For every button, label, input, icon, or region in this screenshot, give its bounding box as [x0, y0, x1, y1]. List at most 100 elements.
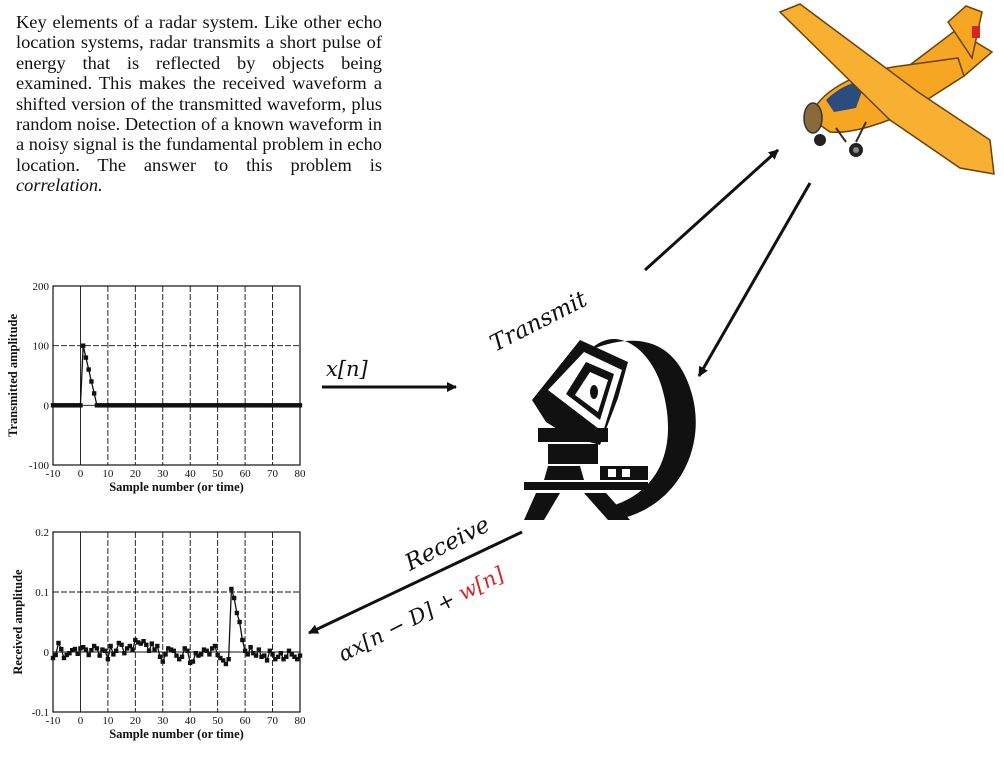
- data-point: [155, 403, 160, 408]
- data-point: [179, 403, 185, 408]
- y-tick-label: 0.2: [35, 527, 49, 539]
- data-point: [177, 403, 182, 408]
- data-point: [242, 648, 248, 653]
- data-point: [94, 403, 100, 408]
- data-point: [127, 643, 133, 649]
- data-point: [75, 403, 80, 408]
- data-point: [89, 379, 94, 384]
- data-point: [188, 660, 193, 665]
- x-tick-label: 80: [295, 468, 307, 480]
- data-point: [262, 403, 267, 408]
- data-point: [89, 648, 94, 653]
- data-point: [83, 647, 89, 652]
- x-tick-label: 10: [102, 468, 114, 480]
- data-point: [78, 646, 83, 651]
- data-point: [193, 651, 198, 656]
- data-point: [124, 403, 130, 408]
- data-point: [188, 403, 193, 408]
- data-point: [204, 648, 209, 653]
- data-point: [59, 646, 64, 652]
- data-point: [275, 654, 281, 659]
- data-point: [168, 403, 174, 408]
- data-point: [286, 648, 292, 653]
- data-point: [199, 403, 204, 408]
- data-point: [256, 647, 262, 652]
- data-point: [223, 403, 229, 408]
- data-point: [177, 657, 182, 662]
- data-point: [273, 657, 278, 662]
- data-point: [108, 643, 113, 649]
- data-point: [264, 403, 270, 408]
- data-point: [56, 640, 61, 646]
- data-point: [53, 403, 58, 408]
- data-point: [144, 642, 149, 647]
- plot-frame: [52, 531, 301, 713]
- data-point: [130, 403, 135, 408]
- data-point: [70, 648, 75, 653]
- data-point: [149, 641, 154, 646]
- y-tick-label: -0.1: [32, 707, 49, 719]
- data-point: [295, 403, 300, 408]
- data-point: [64, 652, 69, 658]
- data-point: [133, 403, 138, 408]
- y-tick-label: 200: [33, 281, 50, 293]
- data-point: [111, 403, 116, 408]
- data-point: [284, 403, 289, 408]
- data-point: [231, 403, 237, 408]
- data-point: [138, 641, 144, 646]
- data-point: [122, 403, 127, 408]
- x-tick-label: 60: [240, 715, 252, 727]
- data-point: [218, 403, 223, 408]
- data-point: [127, 403, 133, 408]
- x-axis-label: Sample number (or time): [109, 727, 244, 741]
- data-point: [278, 403, 283, 408]
- data-point: [116, 403, 122, 408]
- tx-signal-label: x[n]: [326, 357, 369, 381]
- data-point: [135, 640, 141, 645]
- data-point: [160, 659, 165, 664]
- x-tick-label: -10: [46, 715, 61, 727]
- data-point: [267, 403, 273, 408]
- data-point: [253, 653, 259, 658]
- data-point: [193, 403, 198, 408]
- data-point: [130, 647, 135, 652]
- data-point: [72, 403, 78, 408]
- data-point: [119, 403, 124, 408]
- data-point: [259, 403, 264, 408]
- data-point: [248, 403, 253, 408]
- data-point: [100, 403, 105, 408]
- series-line: [53, 345, 300, 406]
- data-point: [182, 646, 187, 651]
- data-point: [102, 648, 108, 653]
- x-tick-label: 40: [185, 715, 197, 727]
- data-point: [212, 643, 218, 649]
- data-point: [240, 403, 245, 408]
- data-point: [275, 403, 281, 408]
- data-point: [199, 652, 204, 657]
- data-point: [157, 654, 163, 659]
- data-point: [215, 652, 220, 658]
- data-point: [281, 657, 286, 662]
- data-point: [174, 653, 179, 658]
- x-tick-label: 0: [78, 715, 84, 727]
- data-point: [86, 367, 91, 372]
- data-point: [146, 403, 152, 408]
- caption-text: Key elements of a radar system. Like oth…: [16, 12, 382, 175]
- data-point: [295, 657, 300, 662]
- x-tick-label: 50: [212, 468, 224, 480]
- data-point: [251, 403, 256, 408]
- data-point: [64, 403, 69, 408]
- x-tick-label: 20: [130, 468, 142, 480]
- data-point: [141, 403, 146, 408]
- x-tick-label: 70: [267, 715, 279, 727]
- y-axis-label: Transmitted amplitude: [6, 314, 20, 437]
- x-tick-label: -10: [46, 468, 61, 480]
- data-point: [108, 403, 113, 408]
- data-point: [201, 647, 207, 652]
- data-point: [190, 659, 196, 664]
- data-point: [86, 652, 91, 658]
- data-point: [105, 403, 111, 408]
- data-point: [256, 403, 262, 408]
- data-point: [229, 586, 234, 592]
